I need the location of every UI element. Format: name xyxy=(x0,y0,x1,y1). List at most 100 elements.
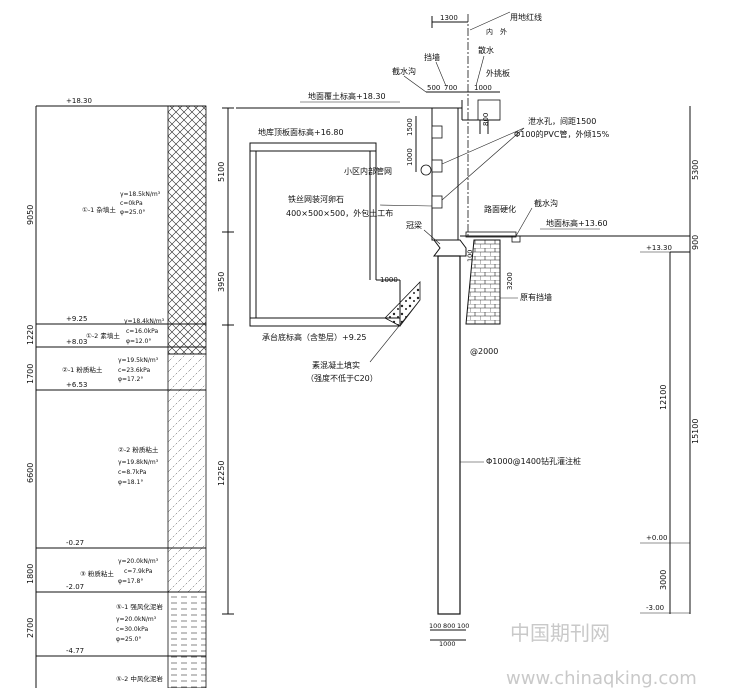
dim-800: 800 xyxy=(482,113,490,126)
dim-500: 500 xyxy=(427,84,440,92)
dim-1500: 1500 xyxy=(406,118,414,136)
layer2-c: c=16.0kPa xyxy=(126,328,159,335)
elev-0-00: +0.00 xyxy=(646,534,667,542)
layer5-c: c=7.9kPa xyxy=(124,568,153,575)
pile-label: Φ1000@1400钻孔灌注桩 xyxy=(486,456,581,466)
layer5-name: ③ 粉质粘土 xyxy=(80,569,114,578)
layer6-name: ⑤-1 强风化泥岩 xyxy=(116,602,163,611)
ground-top-label: 地面覆土标高+18.30 xyxy=(308,91,386,101)
elev-neg-3-00: -3.00 xyxy=(646,604,664,612)
old-retaining-wall xyxy=(465,239,501,325)
dim-900: 900 xyxy=(691,235,700,250)
layer7-name: ⑤-2 中风化泥岩 xyxy=(116,674,163,683)
sanshui-label: 散水 xyxy=(478,45,494,55)
capping-beam xyxy=(433,239,467,257)
drain-hole-2 xyxy=(431,159,443,173)
dim-100: 100 xyxy=(466,250,474,262)
guanliang-label: 冠梁 xyxy=(406,221,422,230)
gabion-size-label: 400×500×500，外包土工布 xyxy=(286,208,393,218)
mudstone-hatch xyxy=(167,591,207,688)
layer1-phi: φ=25.0° xyxy=(120,209,145,216)
fill-layer-hatch xyxy=(167,105,207,325)
layer1-gamma: γ=18.5kN/m³ xyxy=(120,191,161,198)
dim-1700: 1700 xyxy=(26,364,35,384)
bottom-slab xyxy=(249,317,401,327)
pvc-label: Φ100的PVC管，外倾15% xyxy=(514,129,610,139)
drain-hole-3 xyxy=(431,195,443,209)
dim-800-b: 800 xyxy=(443,622,455,630)
layer2-name: ①-2 素填土 xyxy=(86,331,120,340)
dim-1000-v: 1000 xyxy=(406,148,414,166)
pipe-circle xyxy=(420,164,432,176)
jieshuigou2-label: 截水沟 xyxy=(534,198,558,208)
dim-9050: 9050 xyxy=(26,205,35,225)
dim-100-a: 100 xyxy=(429,622,441,630)
watermark-cn: 中国期刊网 xyxy=(510,621,610,645)
layer2-phi: φ=12.0° xyxy=(126,338,151,345)
outer-label: 外 xyxy=(500,27,507,36)
elev-neg-4-77: -4.77 xyxy=(66,647,84,655)
dim-1000-b: 1000 xyxy=(380,276,398,284)
layer4-c: c=8.7kPa xyxy=(118,469,147,476)
dim-3950: 3950 xyxy=(217,272,226,292)
soil-column: +18.30 +9.25 +8.03 +6.53 -0.27 -2.07 -4.… xyxy=(26,97,207,688)
layer2-extra: γ=18.4kN/m³ xyxy=(124,318,165,325)
bored-pile xyxy=(437,255,461,615)
dim-100-b: 100 xyxy=(457,622,469,630)
dim-3000: 3000 xyxy=(659,570,668,590)
layer3-name: ②-1 粉质粘土 xyxy=(62,365,103,374)
old-wall-label: 原有挡墙 xyxy=(520,292,552,302)
layer4-phi: φ=18.1° xyxy=(118,479,143,486)
pile-spacing-label: @2000 xyxy=(470,347,498,356)
dangqiang-label: 挡墙 xyxy=(424,52,440,62)
elev-13-30: +13.30 xyxy=(646,244,672,252)
dim-15100: 15100 xyxy=(691,419,700,444)
drain-hole-label: 泄水孔，间距1500 xyxy=(528,116,596,126)
dim-5300: 5300 xyxy=(691,160,700,180)
drain-hole-1 xyxy=(431,125,443,139)
layer5-phi: φ=17.8° xyxy=(118,578,143,585)
dim-1000-c: 1000 xyxy=(439,640,456,648)
layer3-gamma: γ=19.5kN/m³ xyxy=(118,357,159,364)
elev-neg-0-27: -0.27 xyxy=(66,539,84,547)
roof-label: 地库顶板面标高+16.80 xyxy=(258,127,344,137)
concrete-note: （强度不低于C20） xyxy=(306,373,378,383)
cap-base-label: 承台底标高（含垫层）+9.25 xyxy=(262,332,367,342)
layer3-c: c=23.6kPa xyxy=(118,367,151,374)
elev-8-03: +8.03 xyxy=(66,338,87,346)
dim-3200: 3200 xyxy=(506,272,514,290)
dim-1220: 1220 xyxy=(26,325,35,345)
dim-1300: 1300 xyxy=(440,14,458,22)
layer4-gamma: γ=19.8kN/m³ xyxy=(118,459,159,466)
paishuigou-label: 截水沟 xyxy=(392,66,416,76)
layer5-gamma: γ=20.0kN/m³ xyxy=(118,558,159,565)
dim-1800: 1800 xyxy=(26,564,35,584)
layer1-c: c=0kPa xyxy=(120,200,143,207)
gabion-label: 铁丝网装河卵石 xyxy=(288,194,344,204)
pipe-net-label: 小区内部管网 xyxy=(344,166,392,176)
watermark-url: www.chinaqking.com xyxy=(506,668,697,688)
concrete-label: 素混凝土填实 xyxy=(312,360,360,370)
layer6-gamma: γ=20.0kN/m³ xyxy=(116,616,157,623)
elev-6-53: +6.53 xyxy=(66,381,87,389)
dim-1000-a: 1000 xyxy=(474,84,492,92)
layer3-phi: φ=17.2° xyxy=(118,376,143,383)
ground2-label: 地面标高+13.60 xyxy=(546,218,608,228)
concrete-infill xyxy=(384,281,421,327)
layer4-name: ②-2 粉质粘土 xyxy=(118,445,159,454)
dim-5100: 5100 xyxy=(217,162,226,182)
elev-18-30: +18.30 xyxy=(66,97,92,105)
layer6-phi: φ=25.0° xyxy=(116,636,141,643)
dim-12250: 12250 xyxy=(217,461,226,486)
dim-700: 700 xyxy=(444,84,457,92)
inner-label: 内 xyxy=(486,27,493,36)
clay-fill-hatch xyxy=(167,323,207,355)
elev-neg-2-07: -2.07 xyxy=(66,583,84,591)
waitiaoban-label: 外挑板 xyxy=(486,68,510,78)
basement-roof xyxy=(249,142,377,152)
elev-9-25: +9.25 xyxy=(66,315,87,323)
road-slab xyxy=(465,231,517,238)
dim-6600: 6600 xyxy=(26,463,35,483)
retaining-section: 5100 3950 12250 地面覆土标高+18.30 地库顶板面标高+16.… xyxy=(217,11,700,648)
